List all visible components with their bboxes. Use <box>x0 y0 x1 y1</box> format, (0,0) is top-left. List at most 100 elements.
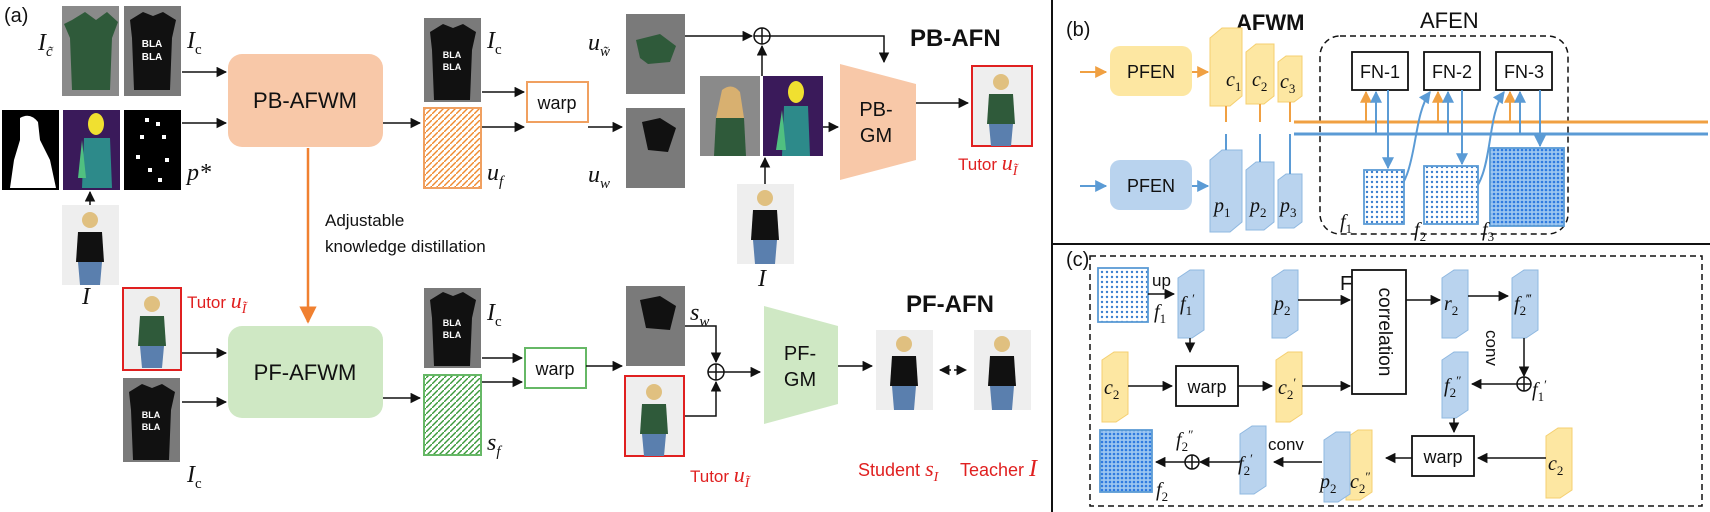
symbol-f1-c: f1 <box>1154 301 1166 326</box>
feature-p2-c: p2 <box>1271 269 1299 339</box>
pf-afn-title: PF-AFN <box>906 291 994 318</box>
afen-dashed-box <box>1319 35 1569 235</box>
image-person-input <box>62 205 119 285</box>
svg-text:BLA: BLA <box>443 318 462 328</box>
svg-text:BLA: BLA <box>443 50 462 60</box>
symbol-sw: sw <box>690 300 709 330</box>
tutor-label-top: Tutor uĨ <box>958 150 1019 179</box>
distillation-label-2: knowledge distillation <box>325 237 486 256</box>
shirt-print-text: BLA <box>142 39 163 50</box>
symbol-p-star: p* <box>185 160 211 186</box>
pb-gm-label-2: GM <box>860 125 892 147</box>
svg-text:p2: p2 <box>1248 195 1267 220</box>
pf-afwm-label: PF-AFWM <box>254 360 357 385</box>
image-person-masked <box>700 76 760 156</box>
image-warped-black <box>626 108 685 188</box>
svg-text:c2: c2 <box>1104 377 1119 402</box>
symbol-u-wtilde: uw̃ <box>588 30 610 60</box>
symbol-f2-b: f2 <box>1414 219 1426 244</box>
pf-gm-label-1: PF- <box>784 343 816 365</box>
pfen-block-bottom <box>1110 160 1192 210</box>
svg-text:f2″: f2″ <box>1444 373 1461 400</box>
svg-text:f1′: f1′ <box>1180 291 1195 318</box>
fn3-block <box>1495 51 1553 91</box>
feature-c2: c2 <box>1245 43 1275 105</box>
symbol-f2-c: f2 <box>1156 479 1168 504</box>
feature-p2: p2 <box>1245 161 1275 231</box>
tutor-label-bottom: Tutor uĨ <box>690 462 751 491</box>
pb-gm-label-1: PB- <box>859 99 892 121</box>
svg-text:p1: p1 <box>1212 195 1231 220</box>
feature-c2-bottom-right: c2 <box>1545 427 1573 499</box>
symbol-Ic-bottom-mid: Ic <box>486 300 502 330</box>
tutor-label-left: Tutor uĨ <box>187 288 248 317</box>
svg-text:c2: c2 <box>1548 453 1563 478</box>
flow-f2-image-c <box>1099 429 1153 493</box>
feature-p1: p1 <box>1209 149 1243 233</box>
svg-text:f2′: f2′ <box>1238 451 1253 478</box>
warp-block-c-bottom <box>1411 435 1475 477</box>
feature-p3: p3 <box>1277 173 1303 229</box>
flow-f2-image <box>1423 165 1479 225</box>
afwm-title: AFWM <box>1236 10 1304 35</box>
symbol-Ic-mid: Ic <box>486 28 502 58</box>
fn-dashed-box <box>1089 255 1703 507</box>
image-body-parsing <box>63 110 120 190</box>
feature-r2: r2 <box>1441 269 1469 339</box>
symbol-I-left: I <box>81 284 91 310</box>
feature-f2-double-prime: f2″ <box>1441 351 1469 419</box>
fn1-label: FN-1 <box>1360 62 1400 82</box>
pfen-label-bottom: PFEN <box>1127 176 1175 196</box>
feature-f2-triple-prime: f2‴ <box>1511 269 1539 339</box>
pfen-label-top: PFEN <box>1127 62 1175 82</box>
symbol-f2-double-prime-plus: f2″ <box>1176 427 1193 454</box>
symbol-f3-b: f3 <box>1482 219 1494 244</box>
svg-text:BLA: BLA <box>443 330 462 340</box>
fn1-block <box>1351 51 1409 91</box>
image-person-I-mid <box>737 184 794 264</box>
image-flow-sf <box>423 374 482 456</box>
warp-block-top <box>526 81 589 123</box>
panel-b-label: (b) <box>1066 19 1090 41</box>
symbol-f1-b: f1 <box>1340 211 1352 236</box>
conv-label-bottom: conv <box>1268 435 1304 454</box>
shirt-print-text: BLA <box>142 52 163 63</box>
pb-afwm-label: PB-AFWM <box>253 88 357 113</box>
svg-text:f2‴: f2‴ <box>1514 291 1532 318</box>
svg-text:BLA: BLA <box>443 62 462 72</box>
image-teacher <box>974 330 1031 410</box>
symbol-f1-prime-plus: f1′ <box>1532 377 1547 404</box>
fn3-label: FN-3 <box>1504 62 1544 82</box>
feature-c2-left: c2 <box>1101 351 1129 423</box>
image-pose-keypoints <box>124 110 181 190</box>
student-label: Student sI <box>858 456 940 485</box>
svg-text:p2: p2 <box>1318 471 1337 496</box>
warp-label-top: warp <box>536 93 576 113</box>
flow-f3-image <box>1489 147 1565 227</box>
image-black-shirt-top-mid: BLA BLA <box>424 18 481 102</box>
pfen-block-top <box>1110 46 1192 96</box>
flow-f1-image <box>1363 169 1405 225</box>
svg-text:BLA: BLA <box>142 410 161 420</box>
feature-c3: c3 <box>1277 55 1303 103</box>
fn2-label: FN-2 <box>1432 62 1472 82</box>
image-warped-sw <box>626 286 685 366</box>
image-garment-mask <box>2 110 59 190</box>
flow-f1-image-c <box>1097 267 1149 323</box>
svg-text:c3: c3 <box>1280 71 1295 96</box>
image-black-shirt-bottom-left: BLA BLA <box>123 378 180 462</box>
symbol-I-mid: I <box>757 266 767 292</box>
svg-text:p3: p3 <box>1278 195 1297 220</box>
image-warped-green <box>626 14 685 94</box>
svg-text:c2″: c2″ <box>1350 469 1371 496</box>
image-tutor-left <box>122 287 182 371</box>
correlation-block <box>1351 269 1407 395</box>
symbol-I-ctilde: Ic̃ <box>37 30 53 60</box>
symbol-sf: sf <box>487 430 502 460</box>
image-tutor-top <box>971 65 1033 147</box>
feature-f2-prime: f2′ <box>1238 425 1267 495</box>
warp-block-bottom <box>524 347 587 389</box>
svg-text:c2′: c2′ <box>1278 375 1296 402</box>
correlation-label: correlation <box>1374 288 1395 377</box>
